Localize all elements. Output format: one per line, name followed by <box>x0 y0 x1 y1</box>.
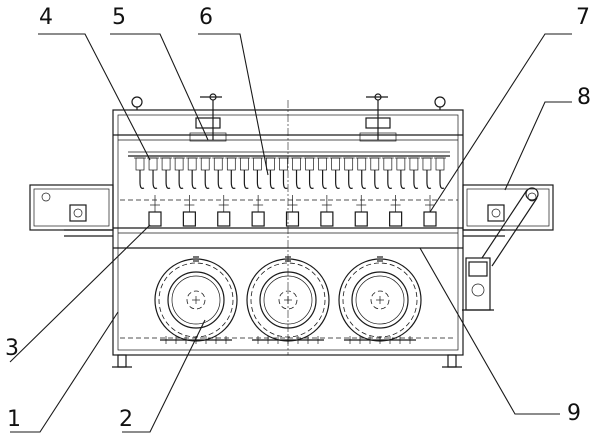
callout-labels: 4 5 6 7 8 3 1 2 9 <box>5 5 591 432</box>
clamp <box>148 195 162 227</box>
callout-7: 7 <box>576 5 590 30</box>
clamp <box>251 195 265 227</box>
drum <box>154 256 238 344</box>
conveyor-left <box>29 184 114 237</box>
callout-4: 4 <box>39 5 53 30</box>
filling-nozzle <box>251 157 264 189</box>
filling-nozzle <box>212 157 225 189</box>
belt-drive <box>481 187 539 267</box>
clamp <box>354 195 368 227</box>
callout-1: 1 <box>7 407 21 432</box>
filling-nozzle <box>134 157 146 189</box>
conveyor-right <box>462 184 554 237</box>
callout-3: 3 <box>5 336 19 361</box>
leader-lines <box>9 33 572 433</box>
callout-5: 5 <box>112 5 126 30</box>
filling-nozzle <box>434 157 446 189</box>
callout-8: 8 <box>577 85 591 110</box>
filling-nozzle-row <box>128 151 450 189</box>
filling-nozzle <box>342 157 355 189</box>
drum <box>338 256 422 344</box>
drum <box>246 256 330 344</box>
frame <box>112 100 464 368</box>
filling-nozzle <box>420 157 433 189</box>
filling-nozzle <box>186 157 199 189</box>
filling-nozzle <box>316 157 329 189</box>
handwheel-right <box>359 93 397 142</box>
filling-nozzle <box>355 157 368 189</box>
callout-9: 9 <box>567 401 581 426</box>
filling-nozzle <box>225 157 238 189</box>
callout-2: 2 <box>119 407 133 432</box>
filling-nozzle <box>147 157 160 189</box>
filling-nozzle <box>368 157 381 189</box>
filling-nozzle <box>303 157 316 189</box>
clamp <box>389 195 403 227</box>
clamp <box>182 195 196 227</box>
filling-nozzle <box>329 157 342 189</box>
filling-nozzle <box>264 157 277 189</box>
filling-nozzle <box>394 157 407 189</box>
clamp <box>285 195 300 227</box>
clamp <box>217 195 231 227</box>
lifting-eye-left <box>131 96 143 110</box>
filling-nozzle <box>290 157 303 189</box>
handwheel-left <box>189 93 227 142</box>
clamp <box>320 195 334 227</box>
filling-nozzle <box>199 157 212 189</box>
filling-nozzle <box>173 157 186 189</box>
drum-row <box>154 256 422 344</box>
filling-nozzle <box>381 157 394 189</box>
drive-motor <box>462 257 494 311</box>
filling-nozzle <box>407 157 420 189</box>
callout-6: 6 <box>199 5 213 30</box>
filling-nozzle <box>160 157 173 189</box>
lifting-eye-right <box>434 96 446 110</box>
filling-nozzle <box>277 157 290 189</box>
clamp-row <box>120 195 458 227</box>
filling-nozzle <box>238 157 251 189</box>
